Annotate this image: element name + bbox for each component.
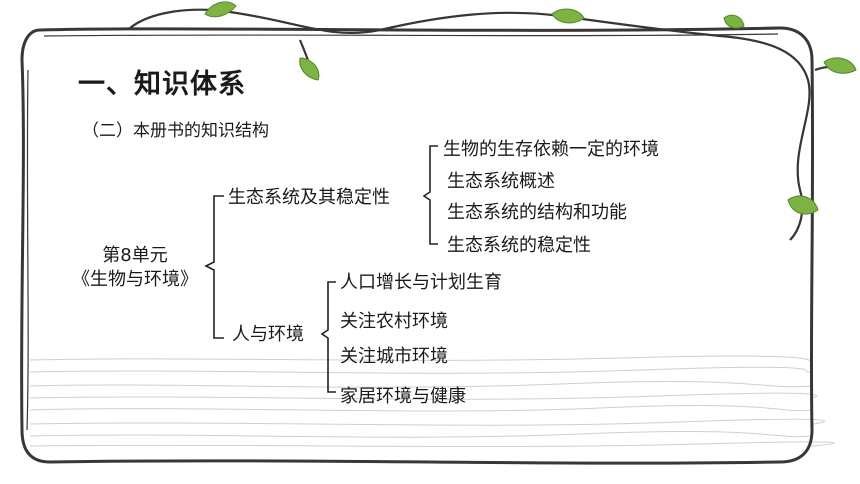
leaf-node: 人口增长与计划生育: [340, 272, 502, 293]
tree-braces: [204, 145, 438, 393]
leaf-node: 生态系统的稳定性: [447, 235, 591, 256]
tree-root: 第8单元 《生物与环境》: [72, 244, 198, 292]
frame-border: [20, 26, 815, 465]
leaves: [204, 1, 857, 215]
leaf-node: 家居环境与健康: [340, 386, 466, 407]
leaf-node: 关注农村环境: [340, 311, 448, 332]
leaf-node: 生态系统的结构和功能: [447, 202, 627, 223]
leaf-node: 生物的生存依赖一定的环境: [443, 139, 659, 160]
section-subtitle: （二）本册书的知识结构: [82, 121, 269, 141]
branch-ecosystem: 生态系统及其稳定性: [228, 187, 390, 208]
tree-root-line2: 《生物与环境》: [72, 269, 198, 290]
leaf-node: 关注城市环境: [340, 346, 448, 367]
branch-human-environment: 人与环境: [232, 324, 304, 345]
leaf-node: 生态系统概述: [447, 171, 555, 192]
wood-texture: [29, 355, 835, 448]
page-title: 一、知识体系: [78, 69, 246, 100]
tree-root-line1: 第8单元: [102, 245, 168, 266]
